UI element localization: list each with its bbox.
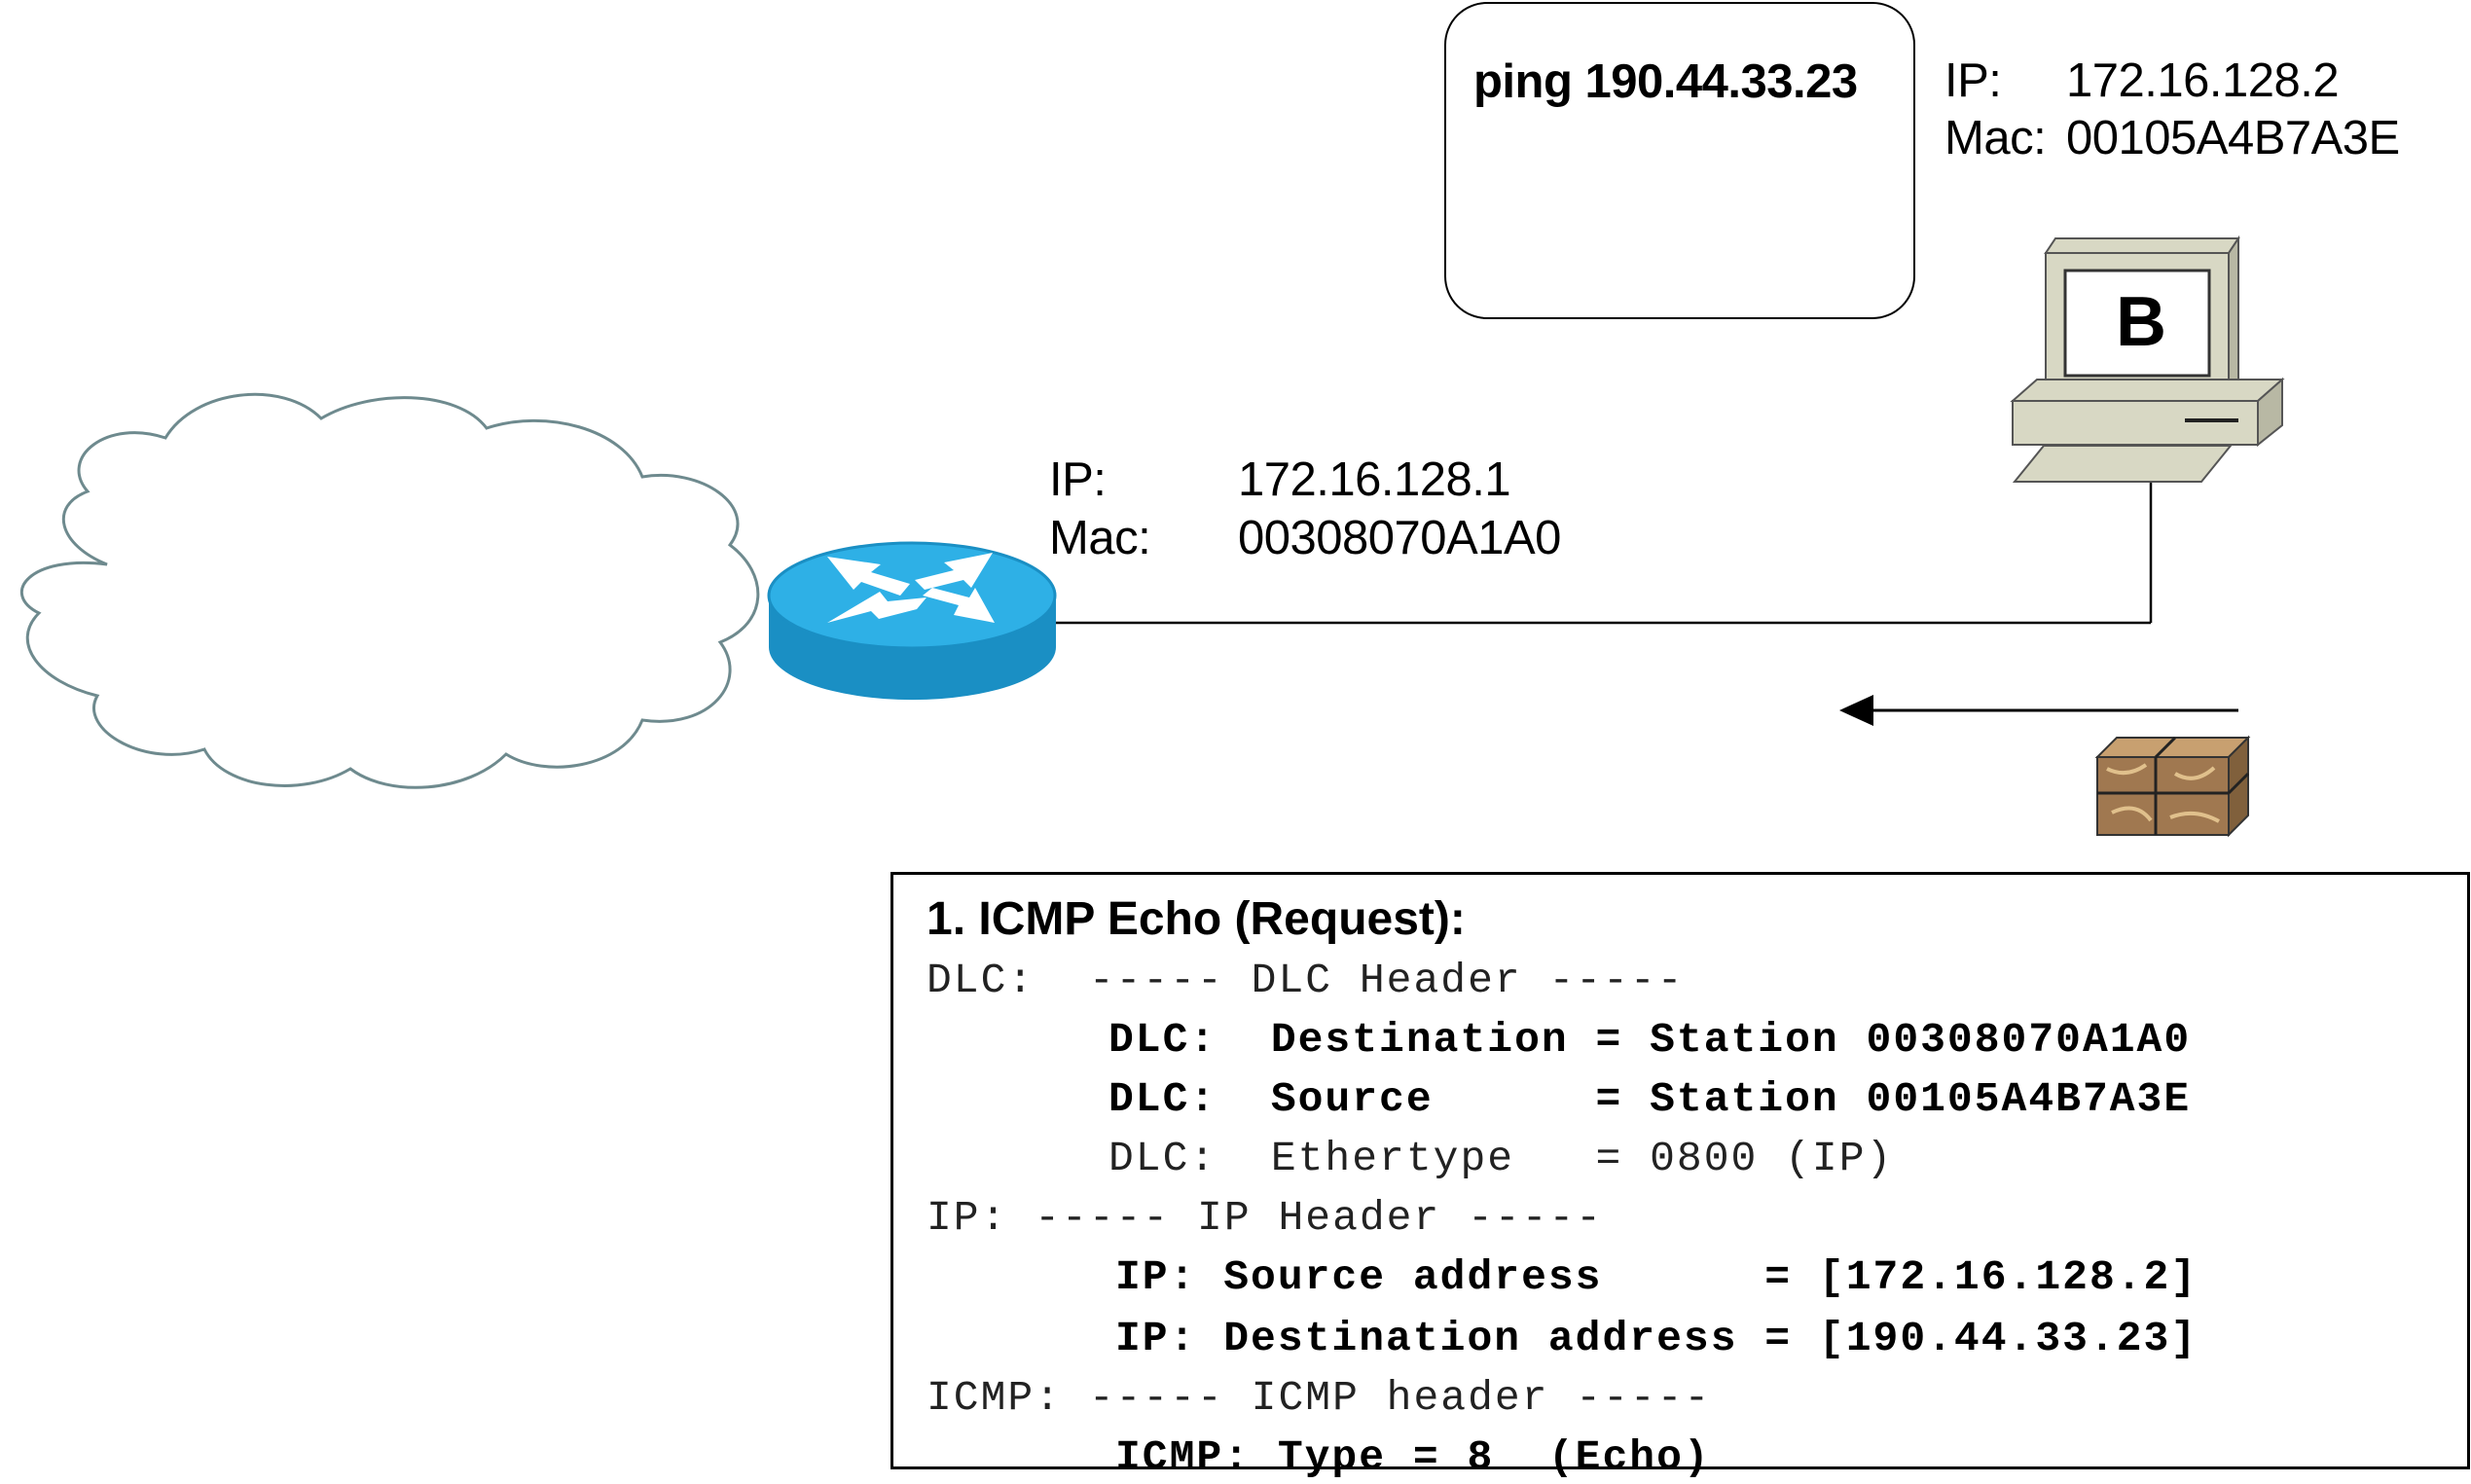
host-b-mac-label: Mac: (1944, 112, 2047, 164)
packet-line: IP: ----- IP Header ----- (927, 1194, 1604, 1242)
workstation-icon (2010, 235, 2285, 483)
packet-line: DLC: ----- DLC Header ----- (927, 957, 1685, 1004)
cloud-icon (19, 392, 760, 789)
packet-line: DLC: Destination = Station 00308070A1A0 (1108, 1016, 2192, 1064)
router-mac-label: Mac: (1049, 512, 1151, 564)
packet-title: 1. ICMP Echo (Request): (927, 893, 1466, 945)
packet-line: ICMP: Type = 8 (Echo) (1115, 1433, 1711, 1481)
ping-command-text: ping 190.44.33.23 (1473, 55, 1858, 108)
router-ip-label: IP: (1049, 453, 1107, 506)
packet-line: IP: Destination address = [190.44.33.23] (1115, 1315, 2198, 1362)
arrow-left-icon (1839, 695, 2238, 726)
packet-box-icon (2094, 735, 2251, 838)
packet-decode-box: 1. ICMP Echo (Request): DLC: ----- DLC H… (890, 872, 2470, 1481)
packet-line: DLC: Ethertype = 0800 (IP) (1108, 1135, 1894, 1182)
router-icon (767, 541, 1057, 701)
packet-line: IP: Source address = [172.16.128.2] (1115, 1253, 2198, 1301)
router-ip-value: 172.16.128.1 (1238, 453, 1511, 506)
packet-line: ICMP: ----- ICMP header ----- (927, 1374, 1712, 1422)
router-mac-value: 00308070A1A0 (1238, 512, 1561, 564)
host-b-ip-value: 172.16.128.2 (2066, 54, 2340, 107)
host-b-mac-value: 00105A4B7A3E (2066, 112, 2400, 164)
packet-line: DLC: Source = Station 00105A4B7A3E (1108, 1075, 2192, 1123)
host-b-label: B (2116, 283, 2166, 361)
host-b-ip-label: IP: (1944, 54, 2002, 107)
command-box: ping 190.44.33.23 (1444, 2, 1915, 319)
